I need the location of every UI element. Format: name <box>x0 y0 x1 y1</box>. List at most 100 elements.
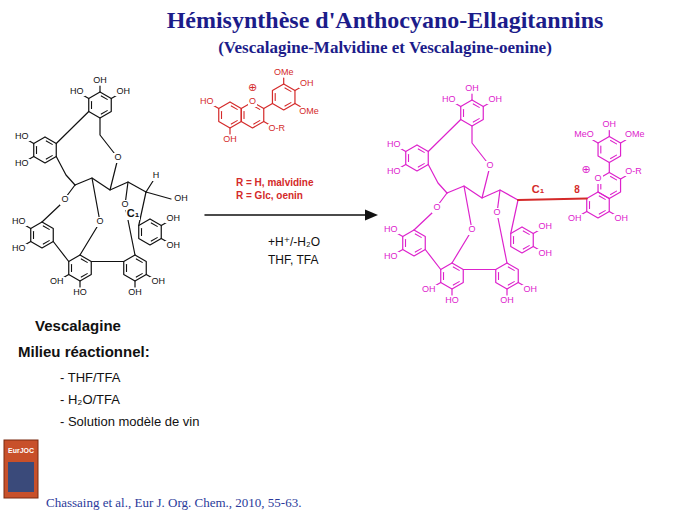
atom-label: OH <box>299 79 315 88</box>
atom-label: HO <box>11 217 27 226</box>
double-bond <box>231 121 237 124</box>
double-bond <box>221 112 222 119</box>
atom-label: OH <box>522 285 538 294</box>
double-bond <box>611 176 617 179</box>
double-bond <box>91 102 92 109</box>
bullet-item: - H₂O/TFA <box>60 393 120 407</box>
double-bond <box>33 232 34 239</box>
compound-name: Vescalagine <box>35 318 121 334</box>
atom-label: O <box>492 208 501 217</box>
atom-label: OH <box>537 222 553 231</box>
atom-label: OH <box>127 288 143 297</box>
bond <box>518 199 587 201</box>
slide-subtitle: (Vescalagine-Malvidine et Vescalagine-oe… <box>218 39 552 57</box>
atom-label: OH <box>464 84 480 93</box>
double-bond <box>513 237 514 244</box>
atom-label: OH <box>115 87 131 96</box>
atom-label: HO <box>383 225 399 234</box>
double-bond <box>443 273 444 280</box>
bond <box>609 131 610 137</box>
double-bond <box>473 119 479 122</box>
charge-symbol: ⊕ <box>580 164 591 176</box>
atom-label: OH <box>487 95 503 104</box>
carbon-number: C₁ <box>126 208 141 220</box>
atom-label: OH <box>567 214 583 223</box>
aromatic-ring <box>219 102 242 128</box>
bond <box>229 128 230 134</box>
atom-label: O <box>593 174 602 183</box>
double-bond <box>523 246 529 249</box>
bond <box>42 185 75 222</box>
atom-label: OMe <box>298 107 320 116</box>
atom-label: OH <box>222 135 238 144</box>
reaction-condition: THF, TFA <box>268 254 318 267</box>
atom-label: O <box>95 217 104 226</box>
double-bond <box>599 211 605 214</box>
bond <box>425 250 440 270</box>
aromatic-ring <box>403 230 426 256</box>
reaction-arrow <box>205 214 368 216</box>
double-bond <box>231 106 237 109</box>
aromatic-ring <box>496 263 519 289</box>
bond <box>506 289 507 295</box>
bond <box>56 157 75 186</box>
bond <box>497 190 507 263</box>
bond <box>428 165 447 194</box>
aromatic-ring <box>598 137 621 163</box>
carbon-number: 8 <box>573 185 581 196</box>
bond <box>134 281 135 287</box>
atom-label: OMe <box>273 68 295 77</box>
atom-label: HO <box>383 252 399 261</box>
atom-label: HO <box>386 140 402 149</box>
reaction-condition: +H⁺/-H₂O <box>268 236 320 249</box>
double-bond <box>43 226 49 229</box>
double-bond <box>151 223 157 226</box>
double-bond <box>473 104 479 107</box>
atom-label: HO <box>14 132 30 141</box>
bond <box>146 181 153 192</box>
double-bond <box>126 265 127 272</box>
double-bond <box>418 149 424 152</box>
bond <box>471 94 472 100</box>
atom-label: OH <box>49 277 65 286</box>
atom-label: O <box>485 161 494 170</box>
atom-label: OH <box>613 214 629 223</box>
double-bond <box>81 274 87 277</box>
double-bond <box>71 265 72 272</box>
atom-label: OMe <box>624 130 646 139</box>
atom-label: OH <box>150 277 166 286</box>
double-bond <box>81 259 87 262</box>
bond <box>56 112 88 144</box>
aromatic-ring <box>511 227 534 253</box>
journal-logo: EurJOC <box>8 447 34 454</box>
aromatic-ring <box>461 100 484 126</box>
double-bond <box>141 229 142 236</box>
atom-label: O <box>248 97 257 106</box>
atom-label: OH <box>499 296 515 305</box>
aromatic-ring <box>124 255 147 281</box>
bond <box>146 192 171 199</box>
bond <box>621 140 626 143</box>
bond <box>79 281 80 287</box>
double-bond <box>508 282 514 285</box>
bond <box>53 242 68 262</box>
substituent-note: R = H, malvidine <box>236 178 314 189</box>
double-bond <box>405 240 406 247</box>
charge-symbol: ⊕ <box>247 82 258 94</box>
atom-label: MeO <box>573 130 595 139</box>
double-bond <box>600 146 601 153</box>
journal-cover-image <box>8 462 34 492</box>
bullet-item: - Solution modèle de vin <box>60 415 199 429</box>
atom-label: O-R <box>268 124 287 133</box>
aromatic-ring <box>139 219 162 245</box>
carbon-number: C₁ <box>531 184 546 196</box>
double-bond <box>418 164 424 167</box>
double-bond <box>523 231 529 234</box>
bond <box>511 200 518 234</box>
atom-label: HO <box>69 87 85 96</box>
bond <box>451 289 452 295</box>
double-bond <box>415 234 421 237</box>
double-bond <box>453 282 459 285</box>
double-bond <box>285 88 291 91</box>
double-bond <box>151 238 157 241</box>
